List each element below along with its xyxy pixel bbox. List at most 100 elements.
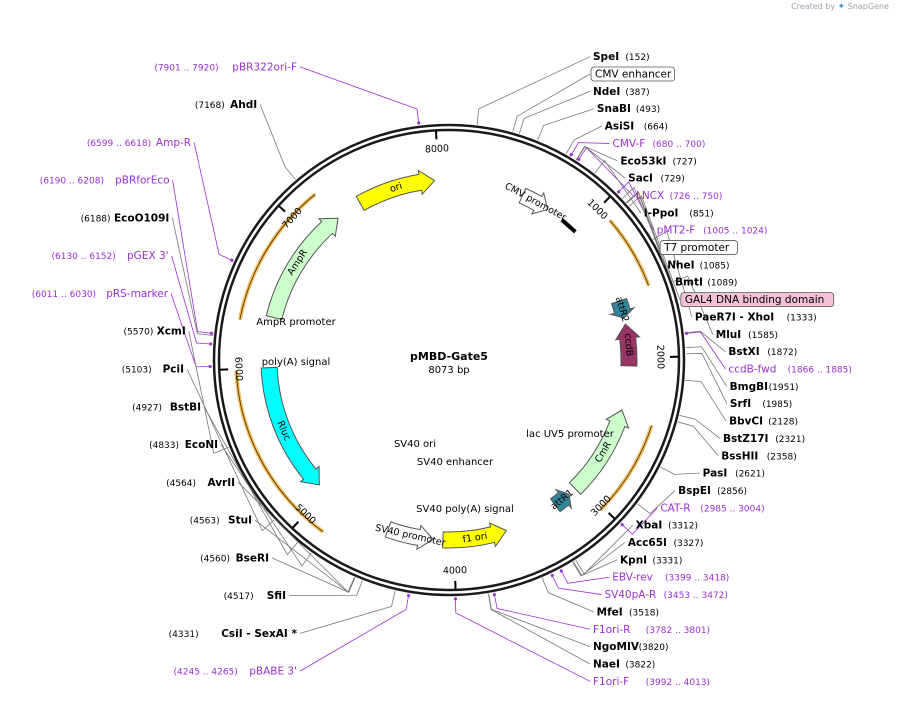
leader-line [685,346,727,387]
leader-line [454,596,591,682]
enzyme-label-bbvci: BbvCI(2128) [729,416,798,428]
leader-line [560,569,610,584]
enzyme-position: (7168) [195,101,225,111]
tick-label: 8000 [425,143,450,155]
enzyme-name: NdeI [593,86,620,98]
tick-1000 [603,196,611,204]
feature-attr2 [608,297,636,319]
enzyme-name: MfeI [597,606,623,618]
enzyme-position: (1872) [767,348,797,358]
enzyme-name: StuI [228,515,252,527]
enzyme-position: (727) [673,157,697,167]
leader-line [299,593,410,672]
primer-range: (6599 .. 6618) [87,139,151,149]
feature-chimeric-intron [560,218,577,234]
enzyme-name: SrfI [730,398,751,410]
enzyme-position: (2358) [767,452,797,462]
orf-arc-core-ampr-orf [239,193,316,320]
tick-5000 [292,521,300,529]
primer-name: ccdB-fwd [728,364,776,376]
enzyme-name: KpnI [620,554,647,566]
primer-mark [230,258,234,263]
plasmid-name: pMBD-Gate5 [410,350,488,363]
highlight-label-gal4-dna-binding-domain: GAL4 DNA binding domain [680,292,835,307]
enzyme-label-kpni: KpnI (3331) [620,554,682,566]
leader-line [625,191,665,266]
primer-name: SV40pA-R [604,589,656,601]
enzyme-label-xcmi: XcmI(5570) [123,326,185,338]
enzyme-name: AhdI [230,99,257,111]
leader-line [487,593,591,665]
primer-range: (3992 .. 4013) [646,678,710,688]
enzyme-position: (2321) [775,435,805,445]
leader-line [537,108,595,141]
enzyme-position: (3822) [625,660,655,670]
primer-range: (3453 .. 3472) [664,591,728,601]
enzyme-name: NgoMIV [593,641,640,653]
primer-range: (4245 .. 4265) [174,668,238,678]
primer-range: (7901 .. 7920) [154,63,218,73]
primer-label-pmt2-f: pMT2-F(1005 .. 1024) [657,225,768,237]
enzyme-position: (1333) [787,313,817,323]
primer-name: CMV-F [613,138,646,150]
primer-name: F1ori-R [593,624,630,636]
enzyme-position: (851) [689,209,713,219]
leader-line [493,592,591,630]
enzyme-name: BstXI [728,346,759,358]
leader-line [259,104,296,180]
feature-ccdb [614,323,641,367]
feature-f1-ori [442,522,508,549]
feature-label-cmv-promoter: CMV promoter [503,181,568,224]
primer-label-cmv-f: CMV-F (680 .. 700) [613,138,706,150]
leader-line [637,490,676,515]
leader-line [679,414,721,439]
leader-line [565,125,602,155]
enzyme-position: (729) [661,175,685,185]
primer-name: F1ori-F [593,676,629,688]
feature-box [659,240,738,255]
feature-cmv-promoter [518,187,549,215]
inner-label-sv40-poly-a-signal: SV40 poly(A) signal [416,504,514,515]
primer-label-ccdb-fwd: ccdB-fwd (1866 .. 1885) [728,364,851,376]
leader-line [620,507,658,535]
tick-label: 6000 [232,357,244,382]
enzyme-name: AvrII [207,477,235,489]
feature-sv40-promoter [384,521,434,551]
leader-line [271,557,356,593]
credit-prefix: Created by [791,2,836,11]
enzyme-name: BspEI [678,485,711,497]
enzyme-label-eco53ki: Eco53kI(727) [620,155,696,167]
orf-arc-gal4-orf [608,219,651,287]
leader-line [299,66,420,125]
leader-line [203,406,298,556]
primer-range: (1866 .. 1885) [788,366,852,376]
inner-label-sv40-ori: SV40 ori [394,439,436,450]
enzyme-position: (3331) [652,556,682,566]
enzyme-position: (4563) [190,517,220,527]
primer-name: EBV-rev [612,572,653,584]
enzyme-label-econi: EcoNI(4833) [149,439,218,451]
primer-mark [569,152,574,157]
enzyme-position: (4331) [169,630,199,640]
inner-label-sv40-enhancer: SV40 enhancer [417,457,494,468]
credit-brand: SnapGene [847,2,889,11]
primer-range: (680 .. 700) [653,140,706,150]
enzyme-position: (6188) [81,214,111,224]
leader-line [572,559,618,577]
enzyme-position: (1985) [762,400,792,410]
feature-ampr [265,217,339,321]
enzyme-name: PasI [703,468,728,480]
enzyme-label-stui: StuI (4563) [190,515,252,527]
primer-mark [492,593,497,597]
enzyme-label-nhei: NheI(1085) [667,259,729,271]
enzyme-position: (4560) [200,554,230,564]
enzyme-position: (4833) [149,441,179,451]
enzyme-position: (3518) [629,608,659,618]
backbone-outer-ring [212,123,686,597]
feature-box-label: GAL4 DNA binding domain [685,294,824,306]
enzyme-position: (5570) [123,328,153,338]
enzyme-label-snabi: SnaBI(493) [597,103,660,115]
orf-arc-core-cmr-orf [600,425,653,511]
feature-label-f1-ori: f1 ori [462,531,488,545]
